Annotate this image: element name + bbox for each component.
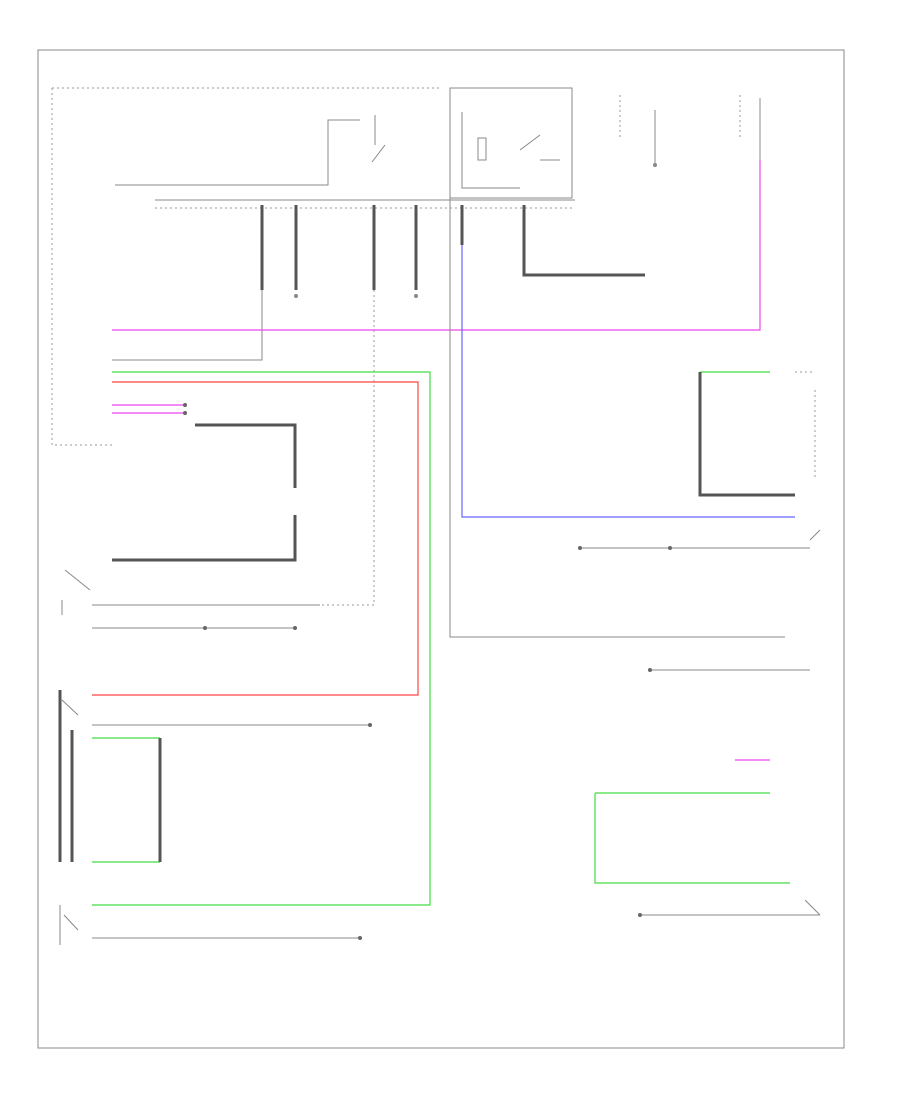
left-switch-2 — [61, 699, 79, 716]
module-right-edge — [795, 371, 816, 480]
drop-1-to-ecu — [112, 290, 263, 361]
left-module-outline — [58, 690, 162, 862]
drop-6 — [522, 205, 645, 277]
relay-switch — [519, 134, 560, 161]
left-switch-wire — [112, 423, 297, 562]
wire-green-loop-right — [594, 792, 790, 884]
relay-box — [449, 87, 573, 199]
ground-1 — [294, 294, 298, 298]
diagram-frame — [37, 49, 845, 1049]
ground-2 — [414, 294, 418, 298]
wire-green-unit — [92, 737, 160, 863]
switch-main — [371, 115, 386, 163]
drop-dotted-long — [320, 290, 375, 606]
module-right-box — [698, 372, 795, 497]
relay-coil-wire — [461, 112, 520, 189]
connector-dots — [183, 403, 672, 940]
ecu-dashed-outline — [51, 87, 440, 446]
wire-pink — [112, 160, 761, 331]
wire-blue — [461, 245, 795, 518]
divider-1 — [619, 95, 741, 140]
wire-gray-return — [449, 198, 785, 638]
wire-green-main — [92, 371, 431, 906]
relay-coil — [477, 137, 487, 161]
left-switch-1 — [61, 569, 91, 615]
right-bottom-switch — [804, 529, 821, 916]
ground-3 — [653, 163, 657, 167]
left-lower-switch — [59, 905, 79, 945]
wire-top-feed — [115, 119, 360, 186]
wire-red — [92, 381, 419, 696]
